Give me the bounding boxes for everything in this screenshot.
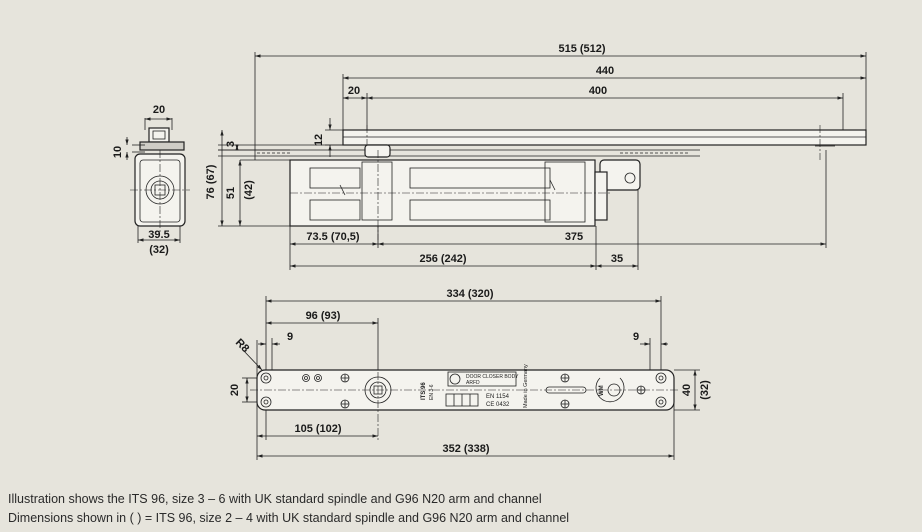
side-bottom-width-alt-label: (32) [149, 244, 169, 256]
front-channel-label: 440 [596, 65, 614, 77]
top-right-offset-label: 9 [633, 331, 639, 343]
front-spindle-label: 73.5 (70,5) [306, 231, 360, 243]
top-overall-label: 352 (338) [442, 443, 489, 455]
top-height-label: 20 [229, 384, 241, 396]
top-holes-label: 105 (102) [294, 423, 341, 435]
adjust-arrow [595, 377, 625, 403]
plate-label-title: DOOR CLOSER BODY [466, 374, 519, 380]
technical-drawing: 20 10 39.5 (32) 515 (512) 440 [112, 43, 867, 460]
adjust-slot [545, 386, 587, 394]
plate-size: EN 3-6 [429, 384, 435, 400]
side-height-label: 10 [112, 146, 124, 158]
plate-ce: CE 0432 [486, 402, 510, 408]
front-total-height-label: 76 (67) [205, 164, 217, 199]
side-view: 20 10 39.5 (32) [112, 104, 190, 256]
front-view: 515 (512) 440 20 400 12 [205, 43, 867, 270]
front-offset-label: 20 [348, 85, 360, 97]
plate-made-in: Made in Germany [523, 364, 529, 408]
front-inner-label: 400 [589, 85, 607, 97]
arm-channel [342, 129, 867, 146]
plate-model: ITS 96 [421, 382, 427, 400]
plate-label-sub: ARFD [466, 380, 480, 386]
front-body-height-alt-label: (42) [243, 180, 255, 200]
front-channel-height-label: 12 [313, 134, 325, 146]
closer-body [289, 159, 596, 227]
side-width-label: 20 [153, 104, 165, 116]
front-end-label: 35 [611, 253, 623, 265]
plate-standard: EN 1154 [486, 394, 510, 400]
top-radius-label: R8 [233, 337, 251, 355]
top-width-alt-label: (32) [699, 380, 711, 400]
svg-text:WM: WM [599, 385, 605, 396]
plate-label-box [447, 371, 517, 387]
top-spindle-label: 96 (93) [306, 310, 341, 322]
caption-line-2: Dimensions shown in ( ) = ITS 96, size 2… [8, 511, 570, 525]
closer-endcap [594, 171, 608, 221]
side-bracket [148, 127, 170, 143]
front-arm-label: 375 [565, 231, 583, 243]
top-length-label: 334 (320) [446, 288, 493, 300]
caption-line-1: Illustration shows the ITS 96, size 3 – … [8, 492, 542, 506]
top-width-label: 40 [681, 384, 693, 396]
front-overall-label: 515 (512) [558, 43, 605, 55]
front-body-height-label: 51 [225, 187, 237, 199]
front-body-length-label: 256 (242) [419, 253, 466, 265]
side-bottom-width-label: 39.5 [148, 229, 169, 241]
top-view: 334 (320) 96 (93) 9 9 R8 ITS 96 EN 3-6 [229, 288, 711, 460]
front-gap-label: 3 [225, 141, 237, 147]
top-left-offset-label: 9 [287, 331, 293, 343]
